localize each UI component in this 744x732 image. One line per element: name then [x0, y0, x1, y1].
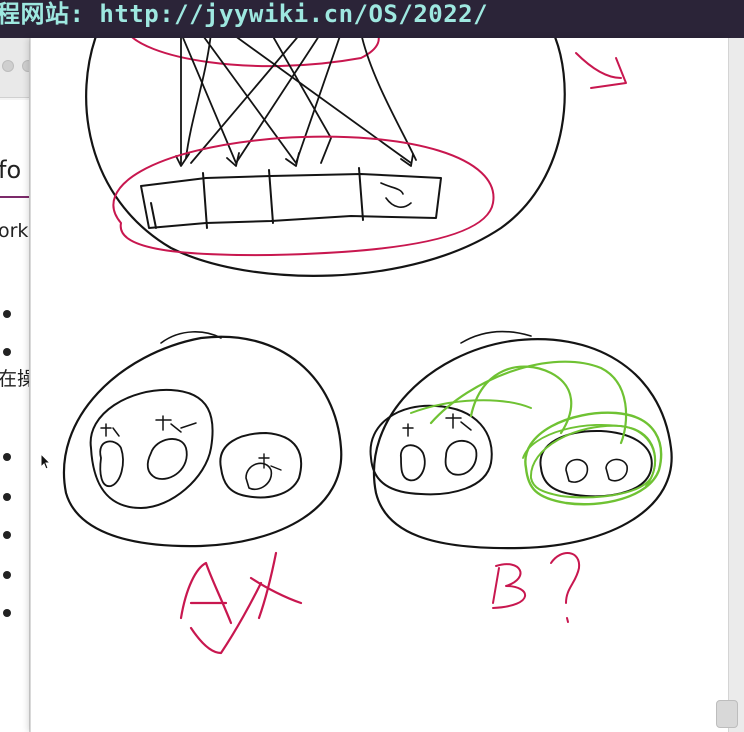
letter-b-mark: [492, 563, 526, 609]
background-page-content: [0, 100, 29, 732]
background-text-line: ork: [0, 220, 29, 242]
b-fd-label: [402, 423, 414, 437]
green-arrow: [469, 365, 573, 435]
bullet-icon: [3, 609, 11, 617]
bullet-icon: [3, 453, 11, 461]
fd-table-mark: [380, 182, 412, 208]
process-b-outline: [373, 338, 673, 550]
arrow-line: [185, 38, 212, 159]
red-mark-d: [575, 52, 627, 89]
b-fd-3: [565, 458, 589, 483]
background-window-titlebar[interactable]: [0, 38, 29, 98]
red-cross: [249, 551, 303, 620]
mouse-cursor-icon: [40, 453, 52, 470]
green-circle: [524, 411, 663, 506]
b-group-ellipse: [369, 404, 493, 496]
background-heading-underline: [0, 196, 29, 198]
green-circle: [522, 424, 657, 487]
question-mark: [550, 552, 581, 623]
green-arrow: [410, 399, 532, 414]
process-outline: [85, 38, 566, 277]
arrow-line: [182, 38, 240, 167]
banner-url-text: 程网站: http://jyywiki.cn/OS/2022/: [0, 0, 489, 28]
fd-table-divider: [358, 167, 364, 221]
top-banner: 程网站: http://jyywiki.cn/OS/2022/: [0, 0, 744, 38]
red-table-ellipse: [112, 135, 495, 257]
background-heading: fo: [0, 156, 22, 184]
process-a-outline: [63, 335, 343, 548]
a-fd-3: [245, 462, 273, 490]
arrow-line: [236, 38, 414, 167]
letter-b-mark: [492, 567, 500, 604]
b-fd-4: [605, 458, 628, 482]
b-fd-label: [445, 413, 472, 431]
fd-table: [140, 173, 442, 229]
window-minimize-button[interactable]: [22, 60, 29, 72]
a-second-ellipse: [219, 432, 303, 499]
bullet-icon: [3, 531, 11, 539]
scrollbar-strip[interactable]: [728, 38, 744, 732]
whiteboard-canvas[interactable]: A B: [30, 38, 728, 732]
b-fd-1: [400, 444, 426, 482]
process-a-arc: [160, 331, 222, 344]
a-fd-label: [155, 415, 197, 433]
bullet-icon: [3, 348, 11, 356]
background-text-line: 在操: [0, 364, 29, 391]
fd-table-divider: [268, 169, 274, 224]
bullet-icon: [3, 310, 11, 318]
corner-toggle-button[interactable]: [716, 700, 738, 728]
background-window[interactable]: fo ork 在操: [0, 38, 30, 732]
arrow-line: [272, 38, 332, 164]
window-close-button[interactable]: [2, 60, 14, 72]
a-fd-2: [146, 438, 188, 480]
process-b-arc: [460, 330, 532, 344]
a-fd-1: [99, 440, 124, 487]
whiteboard-drawing: A B: [63, 38, 673, 655]
red-check: [189, 581, 263, 655]
b-fd-2: [444, 440, 478, 476]
arrow-line: [235, 38, 319, 164]
fd-table-divider: [150, 202, 157, 229]
arrow-line: [295, 38, 341, 164]
red-letter-a: [179, 561, 233, 625]
bullet-icon: [3, 493, 11, 501]
red-top-ellipse: [131, 38, 380, 68]
a-fd-label: [100, 423, 120, 437]
fd-table-divider: [202, 172, 208, 229]
bullet-icon: [3, 571, 11, 579]
arrow-line: [361, 38, 417, 161]
a-fd-label: [258, 453, 282, 471]
a-group-ellipse: [89, 388, 214, 509]
